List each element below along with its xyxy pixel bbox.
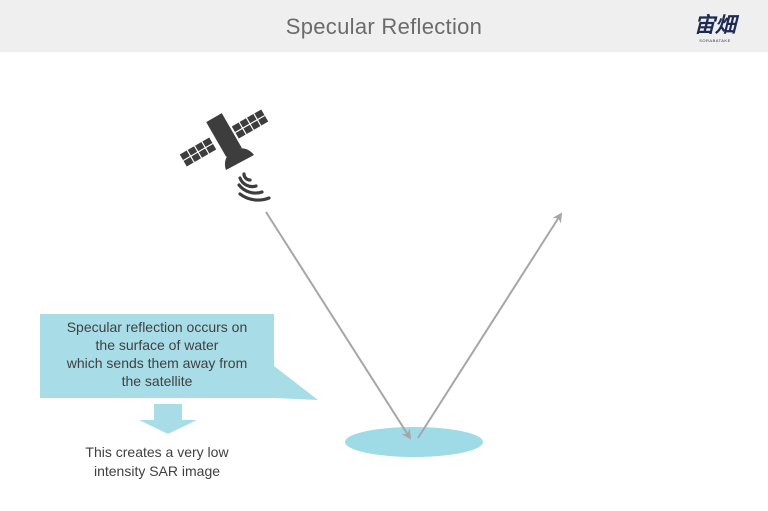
result-text: This creates a very low intensity SAR im… [85, 444, 229, 479]
logo-text: 宙畑 [694, 13, 736, 37]
down-arrow-icon [139, 404, 197, 434]
reflected-ray-arrow [417, 212, 563, 439]
callout-box [40, 314, 318, 400]
radar-signal-icon [237, 172, 271, 202]
incident-ray-arrow [265, 211, 412, 440]
satellite-icon [179, 109, 269, 170]
logo-subtext: SORABATAKE [699, 38, 731, 43]
page-title: Specular Reflection [285, 14, 483, 39]
water-surface [345, 427, 483, 457]
logo: 宙畑 SORABATAKE [690, 8, 740, 46]
header-bar [0, 0, 768, 52]
callout-text: Specular reflection occurs on the surfac… [66, 319, 248, 389]
